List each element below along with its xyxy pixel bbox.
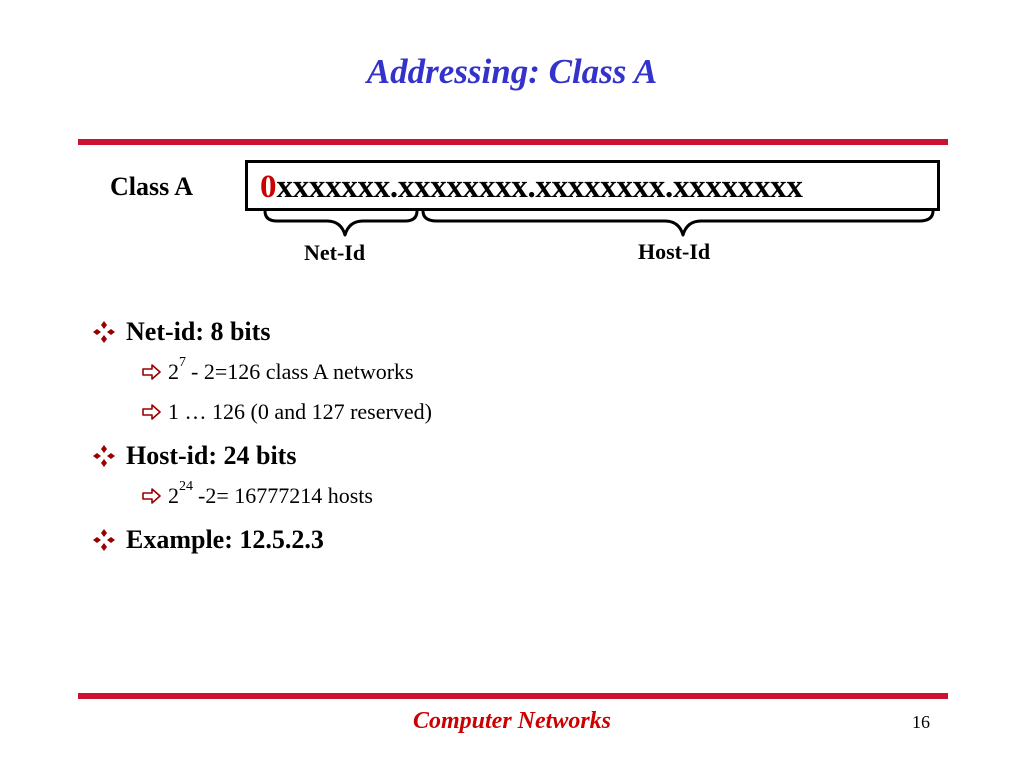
bullet-netid: Net-id: 8 bits — [92, 312, 892, 352]
outline-right-arrow-icon — [142, 404, 168, 420]
bullet-hostid: Host-id: 24 bits — [92, 436, 892, 476]
exponent-value: 24 — [179, 479, 193, 494]
diamond-cluster-icon — [92, 320, 126, 344]
page-number: 16 — [912, 712, 930, 732]
diamond-cluster-icon — [92, 528, 126, 552]
netid-label: Net-Id — [304, 240, 366, 265]
address-bit-pattern: xxxxxxx.xxxxxxxx.xxxxxxxx.xxxxxxxx — [276, 169, 803, 205]
bullet-hostid-text: Host-id: 24 bits — [126, 441, 297, 470]
hostid-label: Host-Id — [638, 239, 711, 264]
address-leading-bit: 0 — [260, 169, 277, 205]
address-format-box: 0xxxxxxx.xxxxxxxx.xxxxxxxx.xxxxxxxx — [245, 160, 940, 211]
bit-field-braces — [263, 210, 935, 237]
netid-brace — [263, 210, 419, 237]
sub-bullet-hosts-text: -2= 16777214 hosts — [198, 483, 373, 508]
sub-bullet-range-text: 1 … 126 (0 and 127 reserved) — [168, 399, 432, 424]
bullet-netid-text: Net-id: 8 bits — [126, 317, 271, 346]
exponent-base: 2 — [168, 359, 179, 384]
bullet-example-text: Example: 12.5.2.3 — [126, 525, 324, 554]
footer-title: Computer Networks — [412, 708, 612, 734]
exponent-value: 7 — [179, 355, 186, 370]
hostid-brace — [421, 210, 935, 237]
outline-right-arrow-icon — [142, 488, 168, 504]
slide-title: Addressing: Class A — [366, 52, 658, 91]
outline-right-arrow-icon — [142, 364, 168, 380]
bullet-example: Example: 12.5.2.3 — [92, 520, 892, 560]
top-divider — [78, 139, 948, 145]
diamond-cluster-icon — [92, 444, 126, 468]
sub-bullet-range: 1 … 126 (0 and 127 reserved) — [92, 392, 892, 432]
bottom-divider — [78, 693, 948, 699]
sub-bullet-networks-text: - 2=126 class A networks — [191, 359, 414, 384]
exponent-base: 2 — [168, 483, 179, 508]
class-label: Class A — [110, 172, 194, 201]
